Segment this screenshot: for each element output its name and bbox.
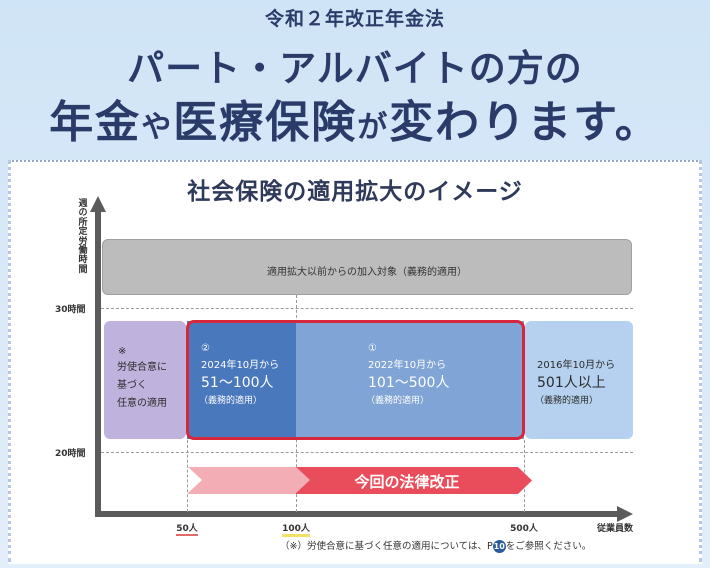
existing-coverage-label: 適用拡大以前からの加入対象（義務的適用） [267,267,467,278]
reform-arrow [296,467,518,494]
gridline-20h [101,452,633,453]
gridline-50 [187,440,188,512]
x-axis-label: 従業員数 [596,524,633,534]
coverage-2016-range: 501人以上 [537,375,606,391]
voluntary-line3: 任意の適用 [117,398,167,409]
diagram-title: 社会保険の適用拡大のイメージ [187,179,523,205]
coverage-2016-box [525,321,633,439]
coverage-2024-range: 51〜100人 [201,375,274,391]
x-tick-100: 100人 [278,521,314,537]
coverage-2016-date: 2016年10月から [537,360,616,371]
coverage-2022-box [296,321,524,439]
coverage-2022-date: 2022年10月から [368,360,447,371]
reform-arrow-notch [296,467,310,493]
x-axis-arrow-icon [617,506,633,522]
page-number-badge: 10 [492,540,506,553]
x-axis-line [95,511,618,517]
voluntary-coverage-box [104,321,186,439]
existing-coverage-band [102,239,632,295]
footnote: （※）労使合意に基づく任意の適用については、P10をご参照ください。 [280,538,680,553]
headline-line2: 年金や医療保険が変わります。 [0,86,710,150]
headline-particle-ga: が [357,110,390,145]
coverage-2024-date: 2024年10月から [201,360,280,371]
headline-line1: パート・アルバイトの方の [127,47,583,90]
reform-arrow-tail-notch [188,467,202,493]
coverage-2022-mark: ① [368,343,377,354]
reform-arrow-tail [188,467,308,494]
coverage-2024-mark: ② [201,343,210,354]
coverage-2016-note: （義務的適用） [535,396,599,406]
reform-arrow-label: 今回の法律改正 [354,473,460,491]
coverage-2024-note: （義務的適用） [199,396,263,406]
footnote-text-before: （※）労使合意に基づく任意の適用については、P [280,541,493,552]
reform-arrow-head-icon [518,467,532,494]
y-tick-30h: 30時間 [55,305,86,315]
voluntary-line1: 労使合意に [117,362,167,373]
headline-word-changes: 変わります。 [389,97,661,148]
x-tick-500: 500人 [510,524,538,534]
voluntary-mark: ※ [118,346,127,357]
y-axis-line [95,210,101,514]
headline-particle-ya: や [141,110,174,145]
x-tick-50: 50人 [176,524,198,536]
headline-word-pension: 年金 [49,97,142,148]
coverage-2024-box [187,321,296,439]
y-axis-label: 週の所定労働時間 [78,199,88,275]
coverage-2022-range: 101〜500人 [368,375,450,391]
y-tick-20h: 20時間 [55,449,86,459]
law-title: 令和２年改正年金法 [264,8,445,30]
headline-word-medical-insurance: 医療保険 [173,97,358,148]
reform-highlight-outline [186,320,525,440]
footnote-text-after: をご参照ください。 [505,541,592,552]
coverage-2022-note: （義務的適用） [366,396,430,406]
gridline-30h [101,308,633,309]
voluntary-line2: 基づく [117,380,147,391]
y-axis-arrow-icon [90,196,106,212]
